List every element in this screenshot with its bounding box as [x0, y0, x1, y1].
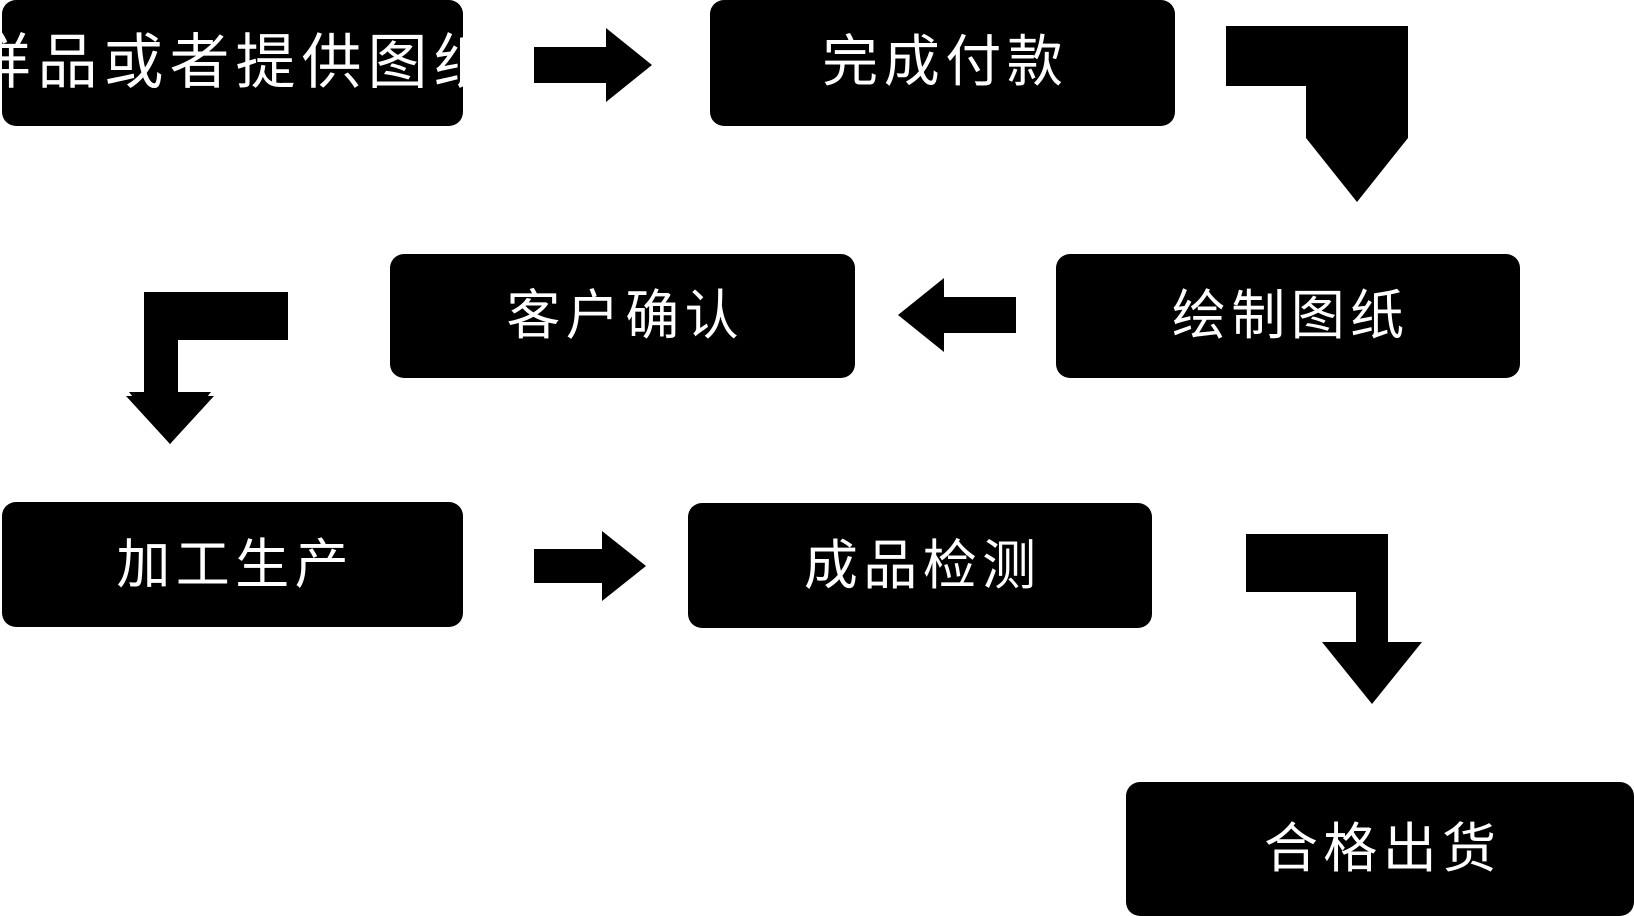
- arrow-right-icon: [534, 531, 646, 601]
- arrow-elbow-down-icon: [126, 292, 288, 444]
- flow-node-sample[interactable]: 样品或者提供图纸: [0, 0, 494, 126]
- flow-node-produce-label: 加工生产: [116, 532, 354, 596]
- flow-node-payment-label: 完成付款: [822, 30, 1069, 95]
- flow-node-confirm-label: 客户确认: [506, 284, 744, 347]
- arrow-elbow-down-icon: [1226, 26, 1408, 202]
- flow-node-inspect-label: 成品检测: [803, 533, 1042, 597]
- flow-node-inspect[interactable]: 成品检测: [688, 503, 1152, 628]
- flow-node-drawing-label: 绘制图纸: [1171, 284, 1410, 347]
- flow-node-payment[interactable]: 完成付款: [710, 0, 1175, 126]
- arrow-right-icon: [534, 28, 652, 102]
- flow-node-sample-label: 样品或者提供图纸: [0, 28, 500, 98]
- flow-node-shipment[interactable]: 合格出货: [1126, 782, 1634, 916]
- flow-node-confirm[interactable]: 客户确认: [390, 254, 855, 378]
- arrow-left-icon: [898, 278, 1016, 352]
- flow-node-produce[interactable]: 加工生产: [2, 502, 463, 627]
- arrow-elbow-down-icon: [1246, 534, 1422, 704]
- flow-node-drawing[interactable]: 绘制图纸: [1056, 254, 1520, 378]
- flow-node-shipment-label: 合格出货: [1263, 817, 1502, 880]
